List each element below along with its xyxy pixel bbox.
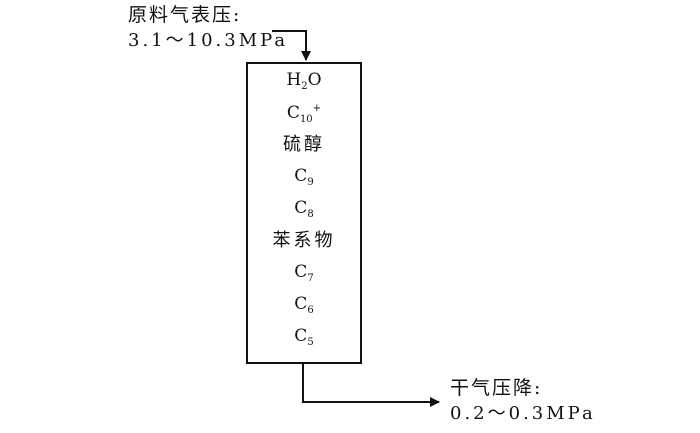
- component-subscript: 5: [307, 337, 314, 348]
- component-symbol: C: [294, 294, 308, 314]
- component-symbol: C: [294, 166, 308, 186]
- inlet-title: 原料气表压:: [128, 4, 242, 26]
- outlet-arrow: [302, 364, 440, 407]
- component-subscript: 6: [307, 305, 314, 316]
- component-item: C7: [248, 264, 360, 284]
- component-symbol-suffix: O: [307, 70, 322, 90]
- outlet-pressure-drop: 0.2～0.3MPa: [450, 402, 596, 424]
- inlet-pressure-range: 3.1～10.3MPa: [128, 29, 289, 51]
- component-symbol: C: [294, 198, 308, 218]
- component-subscript: 10: [299, 114, 313, 125]
- component-item: C10+: [248, 104, 360, 125]
- outlet-title: 干气压降:: [450, 377, 543, 399]
- component-symbol: C: [294, 326, 308, 346]
- component-item: 硫醇: [248, 136, 360, 154]
- component-item: C6: [248, 296, 360, 316]
- component-item: 苯系物: [248, 232, 360, 250]
- component-superscript: +: [312, 103, 322, 114]
- component-item: C9: [248, 168, 360, 188]
- inlet-label: 原料气表压: 3.1～10.3MPa: [128, 4, 288, 52]
- component-item: C5: [248, 328, 360, 348]
- component-subscript: 7: [307, 273, 314, 284]
- component-subscript: 2: [301, 81, 308, 92]
- component-symbol: 硫醇: [283, 134, 325, 155]
- component-subscript: 8: [307, 209, 314, 220]
- inlet-arrow: [272, 30, 311, 61]
- component-symbol: H: [286, 70, 302, 90]
- component-subscript: 9: [307, 177, 314, 188]
- component-item: H2O: [248, 72, 360, 92]
- component-symbol: 苯系物: [272, 230, 336, 251]
- outlet-label: 干气压降: 0.2～0.3MPa: [450, 377, 596, 425]
- component-item: C8: [248, 200, 360, 220]
- component-symbol: C: [294, 262, 308, 282]
- component-symbol: C: [286, 103, 300, 123]
